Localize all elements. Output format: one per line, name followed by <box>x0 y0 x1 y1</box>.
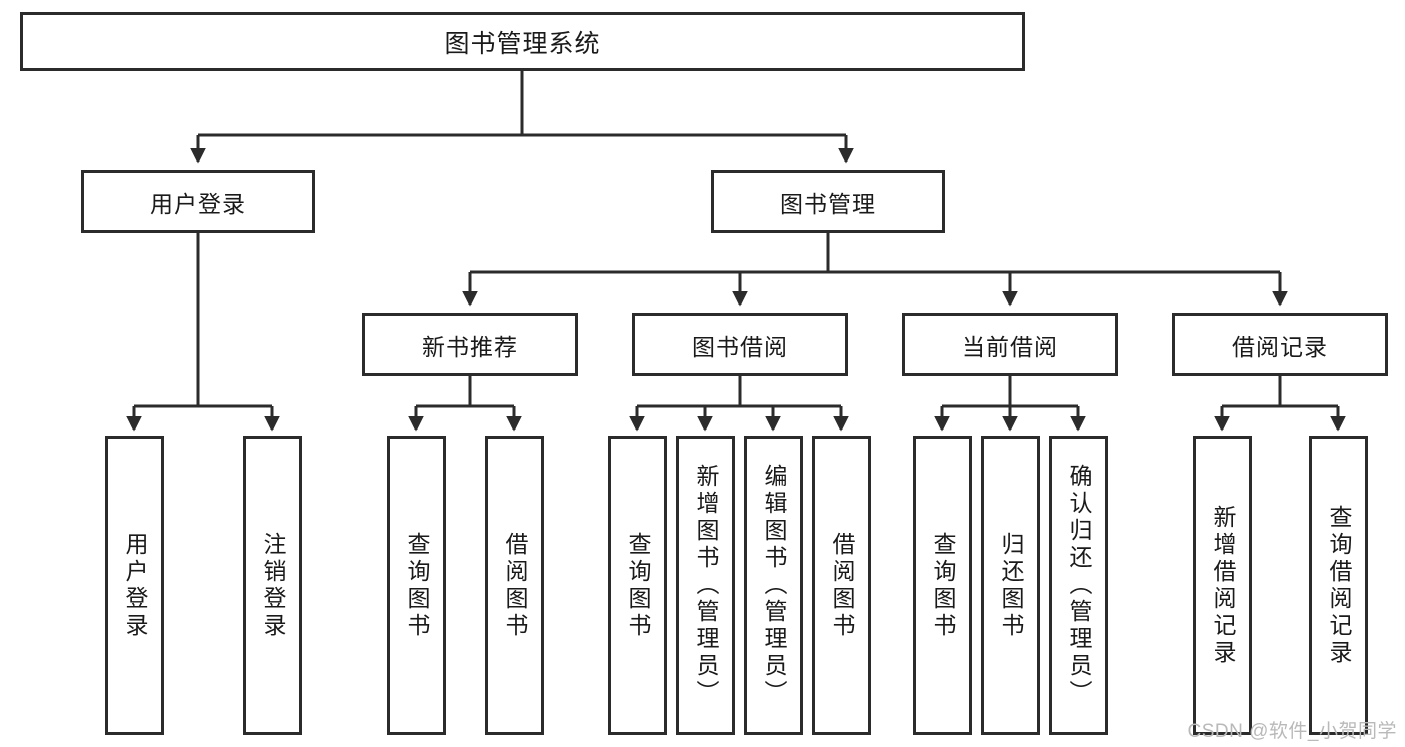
node-label: 编辑图书（管理员） <box>761 464 787 707</box>
node-label: 新增图书（管理员） <box>693 464 719 707</box>
node-label: 查询图书 <box>930 531 956 640</box>
node-label: 归还图书 <box>998 531 1024 640</box>
node-label: 图书管理系统 <box>444 29 601 58</box>
node-label: 新增借阅记录 <box>1210 504 1236 667</box>
node-label: 借阅图书 <box>829 531 855 640</box>
node-current-borrow[interactable]: 当前借阅 <box>902 313 1118 376</box>
leaf-query-borrow-record[interactable]: 查询借阅记录 <box>1309 436 1368 735</box>
node-book-management[interactable]: 图书管理 <box>711 170 945 233</box>
node-label: 查询图书 <box>404 531 430 640</box>
node-label: 借阅记录 <box>1232 333 1328 360</box>
leaf-user-login[interactable]: 用户登录 <box>105 436 164 735</box>
node-borrow-record[interactable]: 借阅记录 <box>1172 313 1388 376</box>
node-user-login[interactable]: 用户登录 <box>81 170 315 233</box>
node-label: 图书管理 <box>780 190 876 217</box>
node-label: 图书借阅 <box>692 333 788 360</box>
node-label: 查询图书 <box>625 531 651 640</box>
node-root-library-management-system[interactable]: 图书管理系统 <box>20 12 1025 71</box>
leaf-query-book-borrow[interactable]: 查询图书 <box>608 436 667 735</box>
leaf-borrow-book-recommend[interactable]: 借阅图书 <box>485 436 544 735</box>
leaf-return-book[interactable]: 归还图书 <box>981 436 1040 735</box>
node-label: 查询借阅记录 <box>1326 504 1352 667</box>
watermark-label: CSDN @软件_小贺同学 <box>1187 721 1397 742</box>
leaf-add-borrow-record[interactable]: 新增借阅记录 <box>1193 436 1252 735</box>
node-label: 新书推荐 <box>422 333 518 360</box>
leaf-edit-book-admin[interactable]: 编辑图书（管理员） <box>744 436 803 735</box>
node-label: 用户登录 <box>150 190 246 217</box>
node-book-borrow[interactable]: 图书借阅 <box>632 313 848 376</box>
leaf-add-book-admin[interactable]: 新增图书（管理员） <box>676 436 735 735</box>
leaf-confirm-return-admin[interactable]: 确认归还（管理员） <box>1049 436 1108 735</box>
node-label: 确认归还（管理员） <box>1066 464 1092 707</box>
leaf-borrow-book[interactable]: 借阅图书 <box>812 436 871 735</box>
node-label: 注销登录 <box>260 531 286 640</box>
node-new-book-recommend[interactable]: 新书推荐 <box>362 313 578 376</box>
node-label: 当前借阅 <box>962 333 1058 360</box>
leaf-query-book-current[interactable]: 查询图书 <box>913 436 972 735</box>
node-label: 用户登录 <box>122 531 148 640</box>
node-label: 借阅图书 <box>502 531 528 640</box>
leaf-logout-login[interactable]: 注销登录 <box>243 436 302 735</box>
leaf-query-book-recommend[interactable]: 查询图书 <box>387 436 446 735</box>
